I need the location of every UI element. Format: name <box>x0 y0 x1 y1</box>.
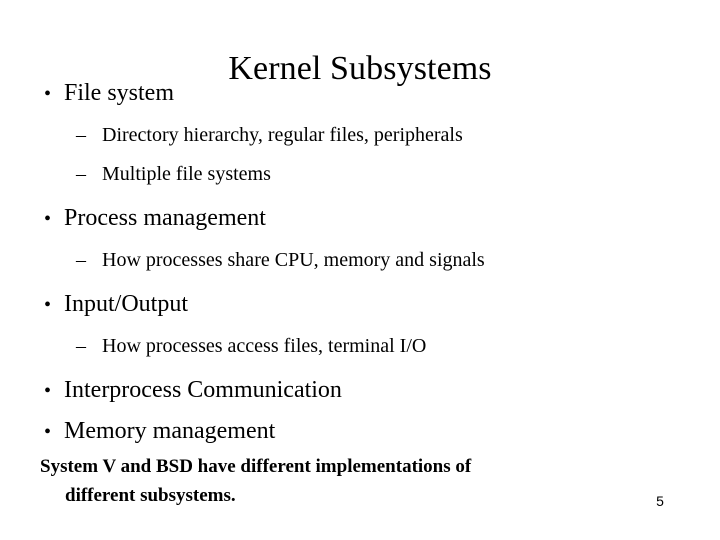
slide-body-outline: • File system – Directory hierarchy, reg… <box>40 78 660 447</box>
list-item-label: How processes share CPU, memory and sign… <box>102 249 485 271</box>
list-item: • Process management <box>40 203 660 234</box>
list-item-label: Process management <box>64 205 266 231</box>
bullet-marker-icon: • <box>44 83 52 105</box>
list-item-label: Directory hierarchy, regular files, peri… <box>102 124 463 146</box>
bullet-marker-icon: • <box>44 208 52 230</box>
list-item: • Interprocess Communication <box>40 375 660 406</box>
footer-note-line-2: different subsystems. <box>65 485 236 506</box>
dash-marker-icon: – <box>76 163 86 185</box>
bullet-marker-icon: • <box>44 380 52 402</box>
list-item: • Input/Output <box>40 289 660 320</box>
dash-marker-icon: – <box>76 249 86 271</box>
list-item: – How processes share CPU, memory and si… <box>76 247 660 273</box>
list-item-label: Input/Output <box>64 291 188 317</box>
footer-note-line-1: System V and BSD have different implemen… <box>40 456 472 477</box>
list-item: • File system <box>40 78 660 109</box>
dash-marker-icon: – <box>76 335 86 357</box>
bullet-marker-icon: • <box>44 294 52 316</box>
list-item-label: Multiple file systems <box>102 163 271 185</box>
list-item-label: File system <box>64 80 175 106</box>
footer-note: System V and BSD have different implemen… <box>40 452 610 510</box>
list-item-label: Interprocess Communication <box>64 377 342 403</box>
page-title: Kernel Subsystems <box>228 49 492 87</box>
page-number: 5 <box>656 493 664 509</box>
list-item-label: How processes access files, terminal I/O <box>102 335 427 357</box>
list-item: – Multiple file systems <box>76 161 660 187</box>
bullet-marker-icon: • <box>44 421 52 443</box>
list-item: – How processes access files, terminal I… <box>76 333 660 359</box>
list-item: • Memory management <box>40 416 660 447</box>
list-item-label: Memory management <box>64 418 276 444</box>
list-item: – Directory hierarchy, regular files, pe… <box>76 122 660 148</box>
dash-marker-icon: – <box>76 124 86 146</box>
